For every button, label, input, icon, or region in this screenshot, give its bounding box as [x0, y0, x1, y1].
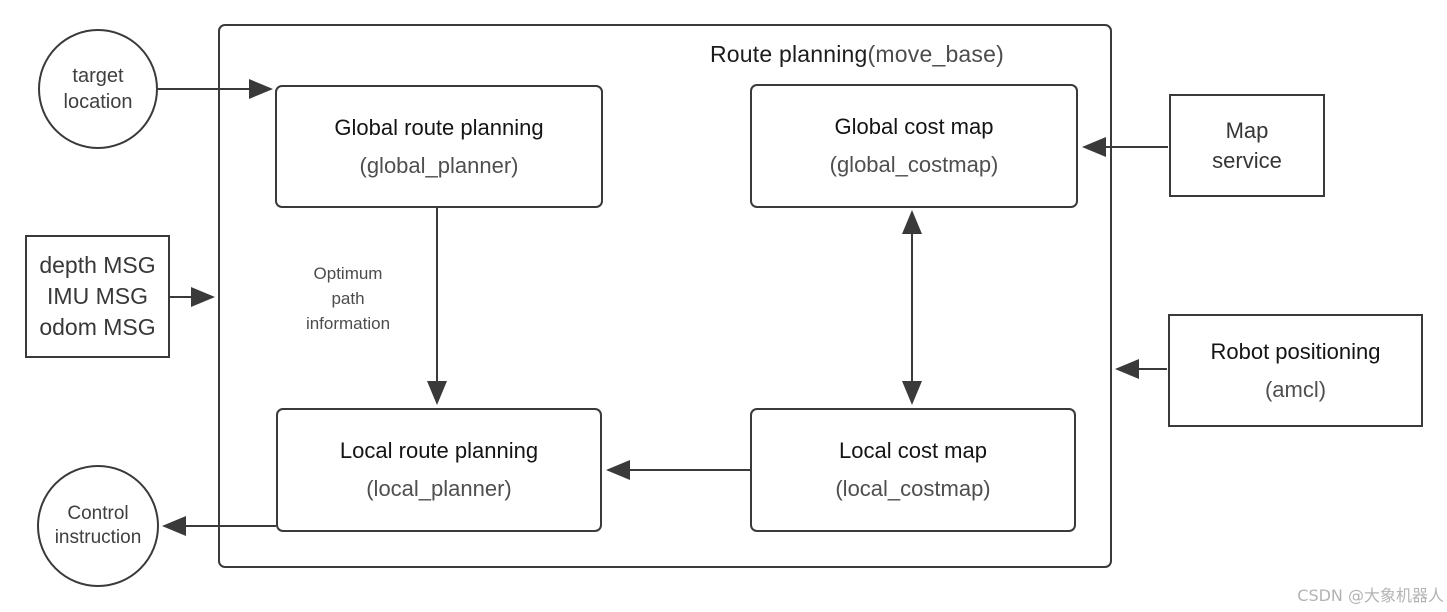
node-title: Global route planning — [334, 114, 544, 140]
node-subtitle: (global_costmap) — [829, 152, 999, 177]
node-subtitle: (amcl) — [1264, 376, 1327, 402]
node-label-line: odom MSG — [39, 314, 156, 340]
frame-title-paren: (move_base) — [867, 41, 1004, 67]
node-label-line: depth MSG — [39, 252, 156, 278]
node-sensor-messages: depth MSG IMU MSG odom MSG — [25, 235, 170, 358]
node-subtitle: (local_planner) — [366, 476, 512, 501]
node-map-service: Map service — [1169, 94, 1325, 197]
frame-title-main: Route planning — [710, 41, 868, 67]
node-global-route-planning: Global route planning (global_planner) — [275, 85, 603, 208]
node-global-cost-map: Global cost map (global_costmap) — [750, 84, 1078, 208]
node-local-route-planning: Local route planning (local_planner) — [276, 408, 602, 532]
label-line: path — [331, 289, 365, 308]
node-title: Global cost map — [834, 114, 994, 139]
node-target-location: target location — [38, 29, 158, 149]
node-label-line: instruction — [54, 527, 142, 548]
node-title: Local route planning — [339, 438, 539, 463]
label-optimum-path-information: Optimum path information — [278, 261, 418, 336]
node-label-line: service — [1212, 147, 1282, 173]
node-robot-positioning: Robot positioning (amcl) — [1168, 314, 1423, 427]
node-title: Robot positioning — [1210, 338, 1381, 364]
node-subtitle: (local_costmap) — [835, 476, 991, 501]
node-label-line: Control — [67, 503, 129, 524]
node-label-line: target — [72, 65, 124, 87]
label-line: Optimum — [313, 264, 383, 283]
label-line: information — [305, 314, 391, 333]
node-label-line: location — [63, 91, 133, 113]
node-label-line: IMU MSG — [47, 283, 148, 309]
node-subtitle: (global_planner) — [359, 152, 519, 178]
node-local-cost-map: Local cost map (local_costmap) — [750, 408, 1076, 532]
csdn-watermark: CSDN @大象机器人 — [1297, 586, 1444, 605]
frame-title: Route planning(move_base) — [710, 41, 1004, 68]
move-base-frame — [218, 24, 1112, 568]
node-control-instruction: Control instruction — [37, 465, 159, 587]
node-title: Local cost map — [839, 438, 987, 463]
node-label-line: Map — [1225, 117, 1269, 143]
